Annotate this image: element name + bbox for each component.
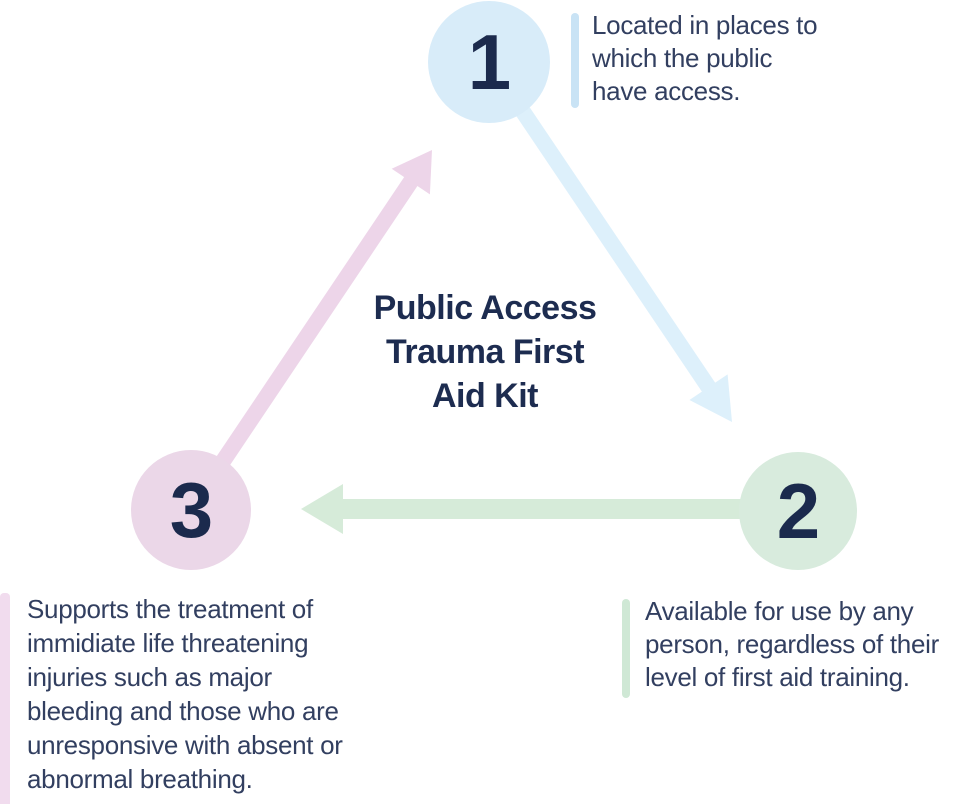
step-1-circle: 1 [428,1,550,123]
step-3-accent-bar [0,593,10,804]
diagram-title: Public Access Trauma First Aid Kit [325,286,645,418]
step-3-circle: 3 [131,450,251,570]
description-line: Available for use by any [645,596,914,626]
description-line: have access. [592,76,741,106]
description-line: level of first aid training. [645,662,910,692]
description-line: Supports the treatment of [27,594,313,624]
title-line: Public Access [373,289,597,327]
step-3-description: Supports the treatment of immidiate life… [27,592,407,796]
description-line: person, regardless of their [645,629,939,659]
description-line: injuries such as major [27,662,272,692]
step-2-number: 2 [776,467,820,555]
step-1-number: 1 [467,18,511,106]
description-line: which the public [592,43,773,73]
description-line: bleeding and those who are [27,696,339,726]
title-line: Aid Kit [431,377,539,415]
title-line: Trauma First [385,333,585,371]
description-line: abnormal breathing. [27,764,253,794]
step-3-number: 3 [169,466,213,554]
arrow-step3-to-step1 [198,150,432,493]
arrow-step1-to-step2 [498,80,732,422]
step-2-description: Available for use by any person, regardl… [645,595,960,694]
description-line: unresponsive with absent or [27,730,343,760]
step-2-circle: 2 [739,452,857,570]
step-1-description: Located in places to which the public ha… [592,9,862,108]
description-line: Located in places to [592,10,818,40]
step-2-accent-bar [622,599,630,698]
step-1-accent-bar [571,13,579,108]
arrow-step2-to-step3 [301,484,798,534]
description-line: immidiate life threatening [27,628,309,658]
